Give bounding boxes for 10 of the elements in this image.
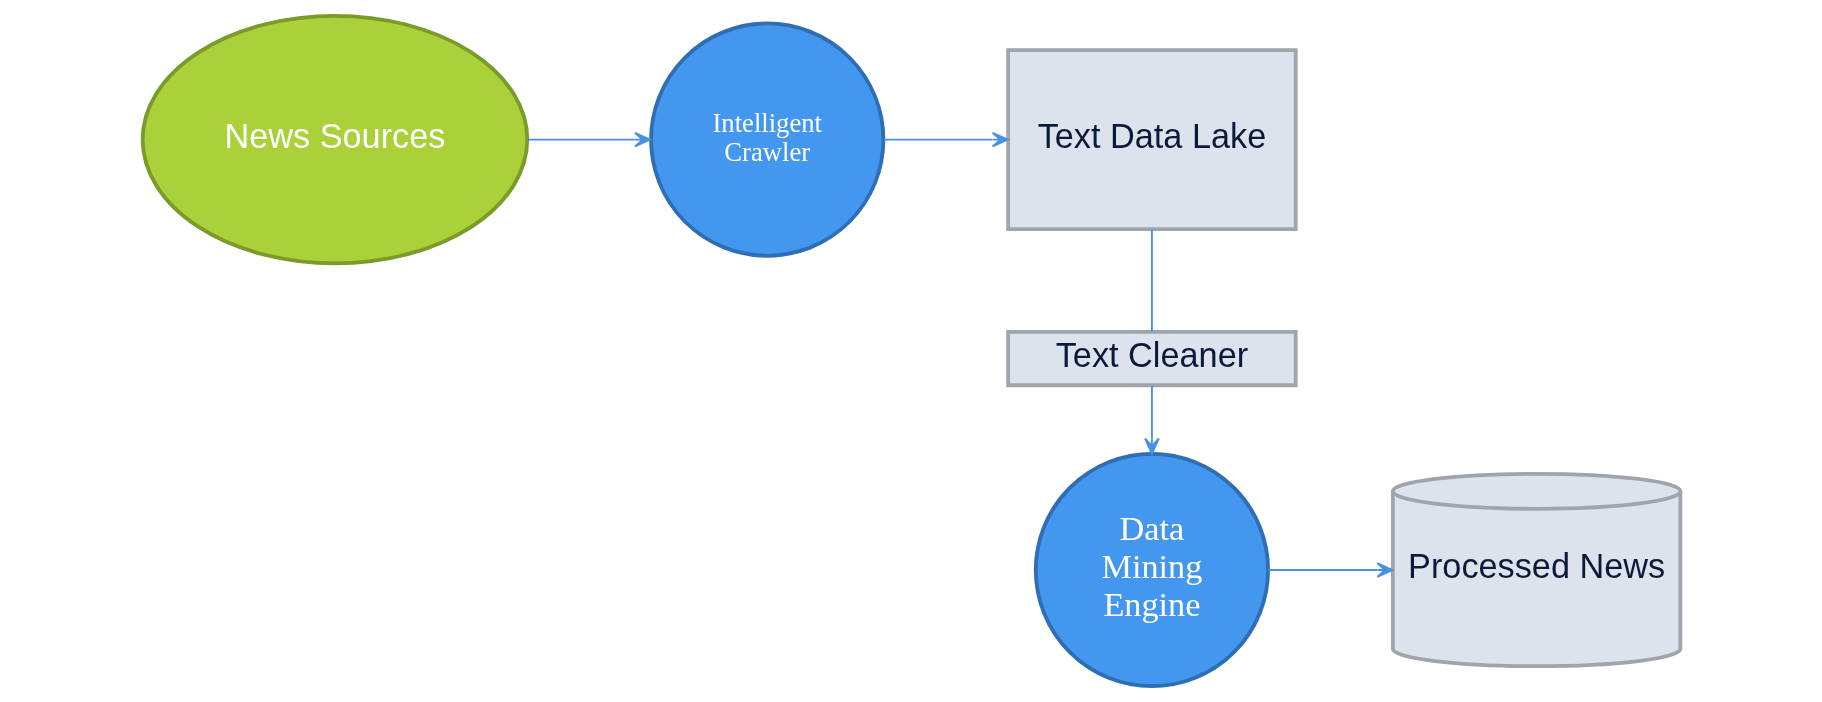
node-circle: Intelligent Crawler: [648, 21, 885, 258]
node-ellipse: News Sources: [140, 13, 529, 266]
arrow: [882, 131, 1009, 148]
node-box: Text Data Lake: [1005, 48, 1298, 232]
node-circle: Data Mining Engine: [1033, 451, 1270, 689]
arrow: [1143, 385, 1160, 455]
arrow: [526, 131, 651, 148]
node-box: Text Cleaner: [1005, 330, 1298, 388]
connector: [1150, 228, 1153, 333]
arrow: [1266, 562, 1393, 578]
